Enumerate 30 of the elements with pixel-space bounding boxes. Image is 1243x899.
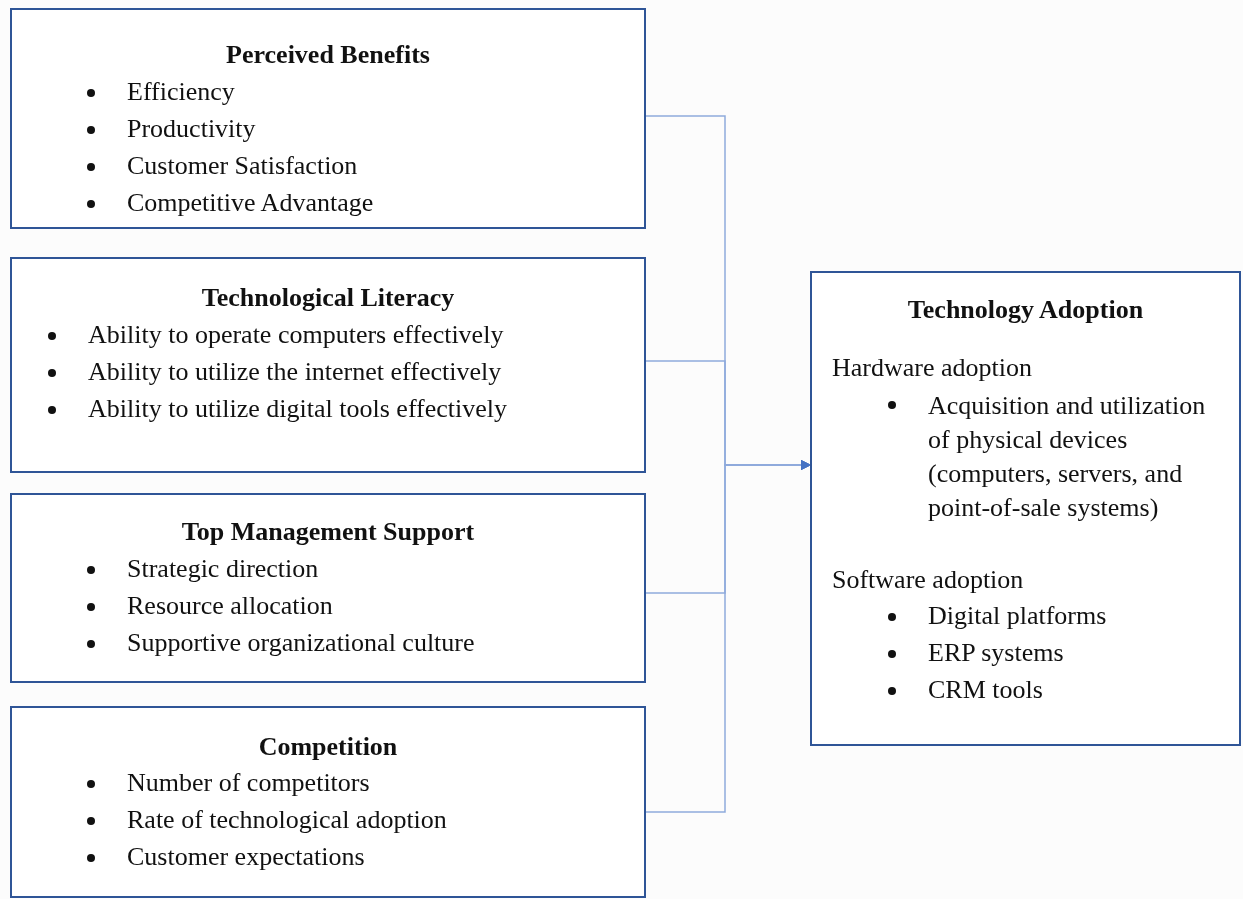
list-item: ERP systems [928, 638, 1064, 668]
list-item: Productivity [127, 114, 256, 144]
factor-box [10, 706, 646, 898]
box-heading: Top Management Support [180, 517, 476, 547]
factor-box [810, 271, 1241, 746]
list-item: CRM tools [928, 675, 1043, 705]
list-item: Digital platforms [928, 601, 1107, 631]
box-heading: Technological Literacy [200, 283, 456, 313]
list-item: Number of competitors [127, 768, 370, 798]
box-heading: Perceived Benefits [225, 40, 431, 70]
list-item: Strategic direction [127, 554, 319, 584]
list-item: Supportive organizational culture [127, 628, 475, 658]
list-item: Ability to utilize digital tools effectively [88, 394, 508, 424]
list-item: Ability to operate computers effectively [88, 320, 504, 350]
list-item: Competitive Advantage [127, 188, 374, 218]
list-item: Rate of technological adoption [127, 805, 447, 835]
factor-box [10, 8, 646, 229]
box-heading: Technology Adoption [906, 295, 1145, 325]
factor-box [10, 257, 646, 473]
factor-box [10, 493, 646, 683]
list-item: Resource allocation [127, 591, 333, 621]
subheading: Hardware adoption [832, 353, 1032, 383]
list-item: Customer Satisfaction [127, 151, 358, 181]
box-heading: Competition [257, 732, 399, 762]
connector-arrow [645, 460, 811, 813]
list-item: Ability to utilize the internet effectively [88, 357, 502, 387]
subheading: Software adoption [832, 565, 1024, 595]
list-item: Acquisition and utilization of physical devices (computers, servers, and point-of-sale systems) [928, 390, 1207, 524]
list-item: Efficiency [127, 77, 235, 107]
list-item: Customer expectations [127, 842, 365, 872]
